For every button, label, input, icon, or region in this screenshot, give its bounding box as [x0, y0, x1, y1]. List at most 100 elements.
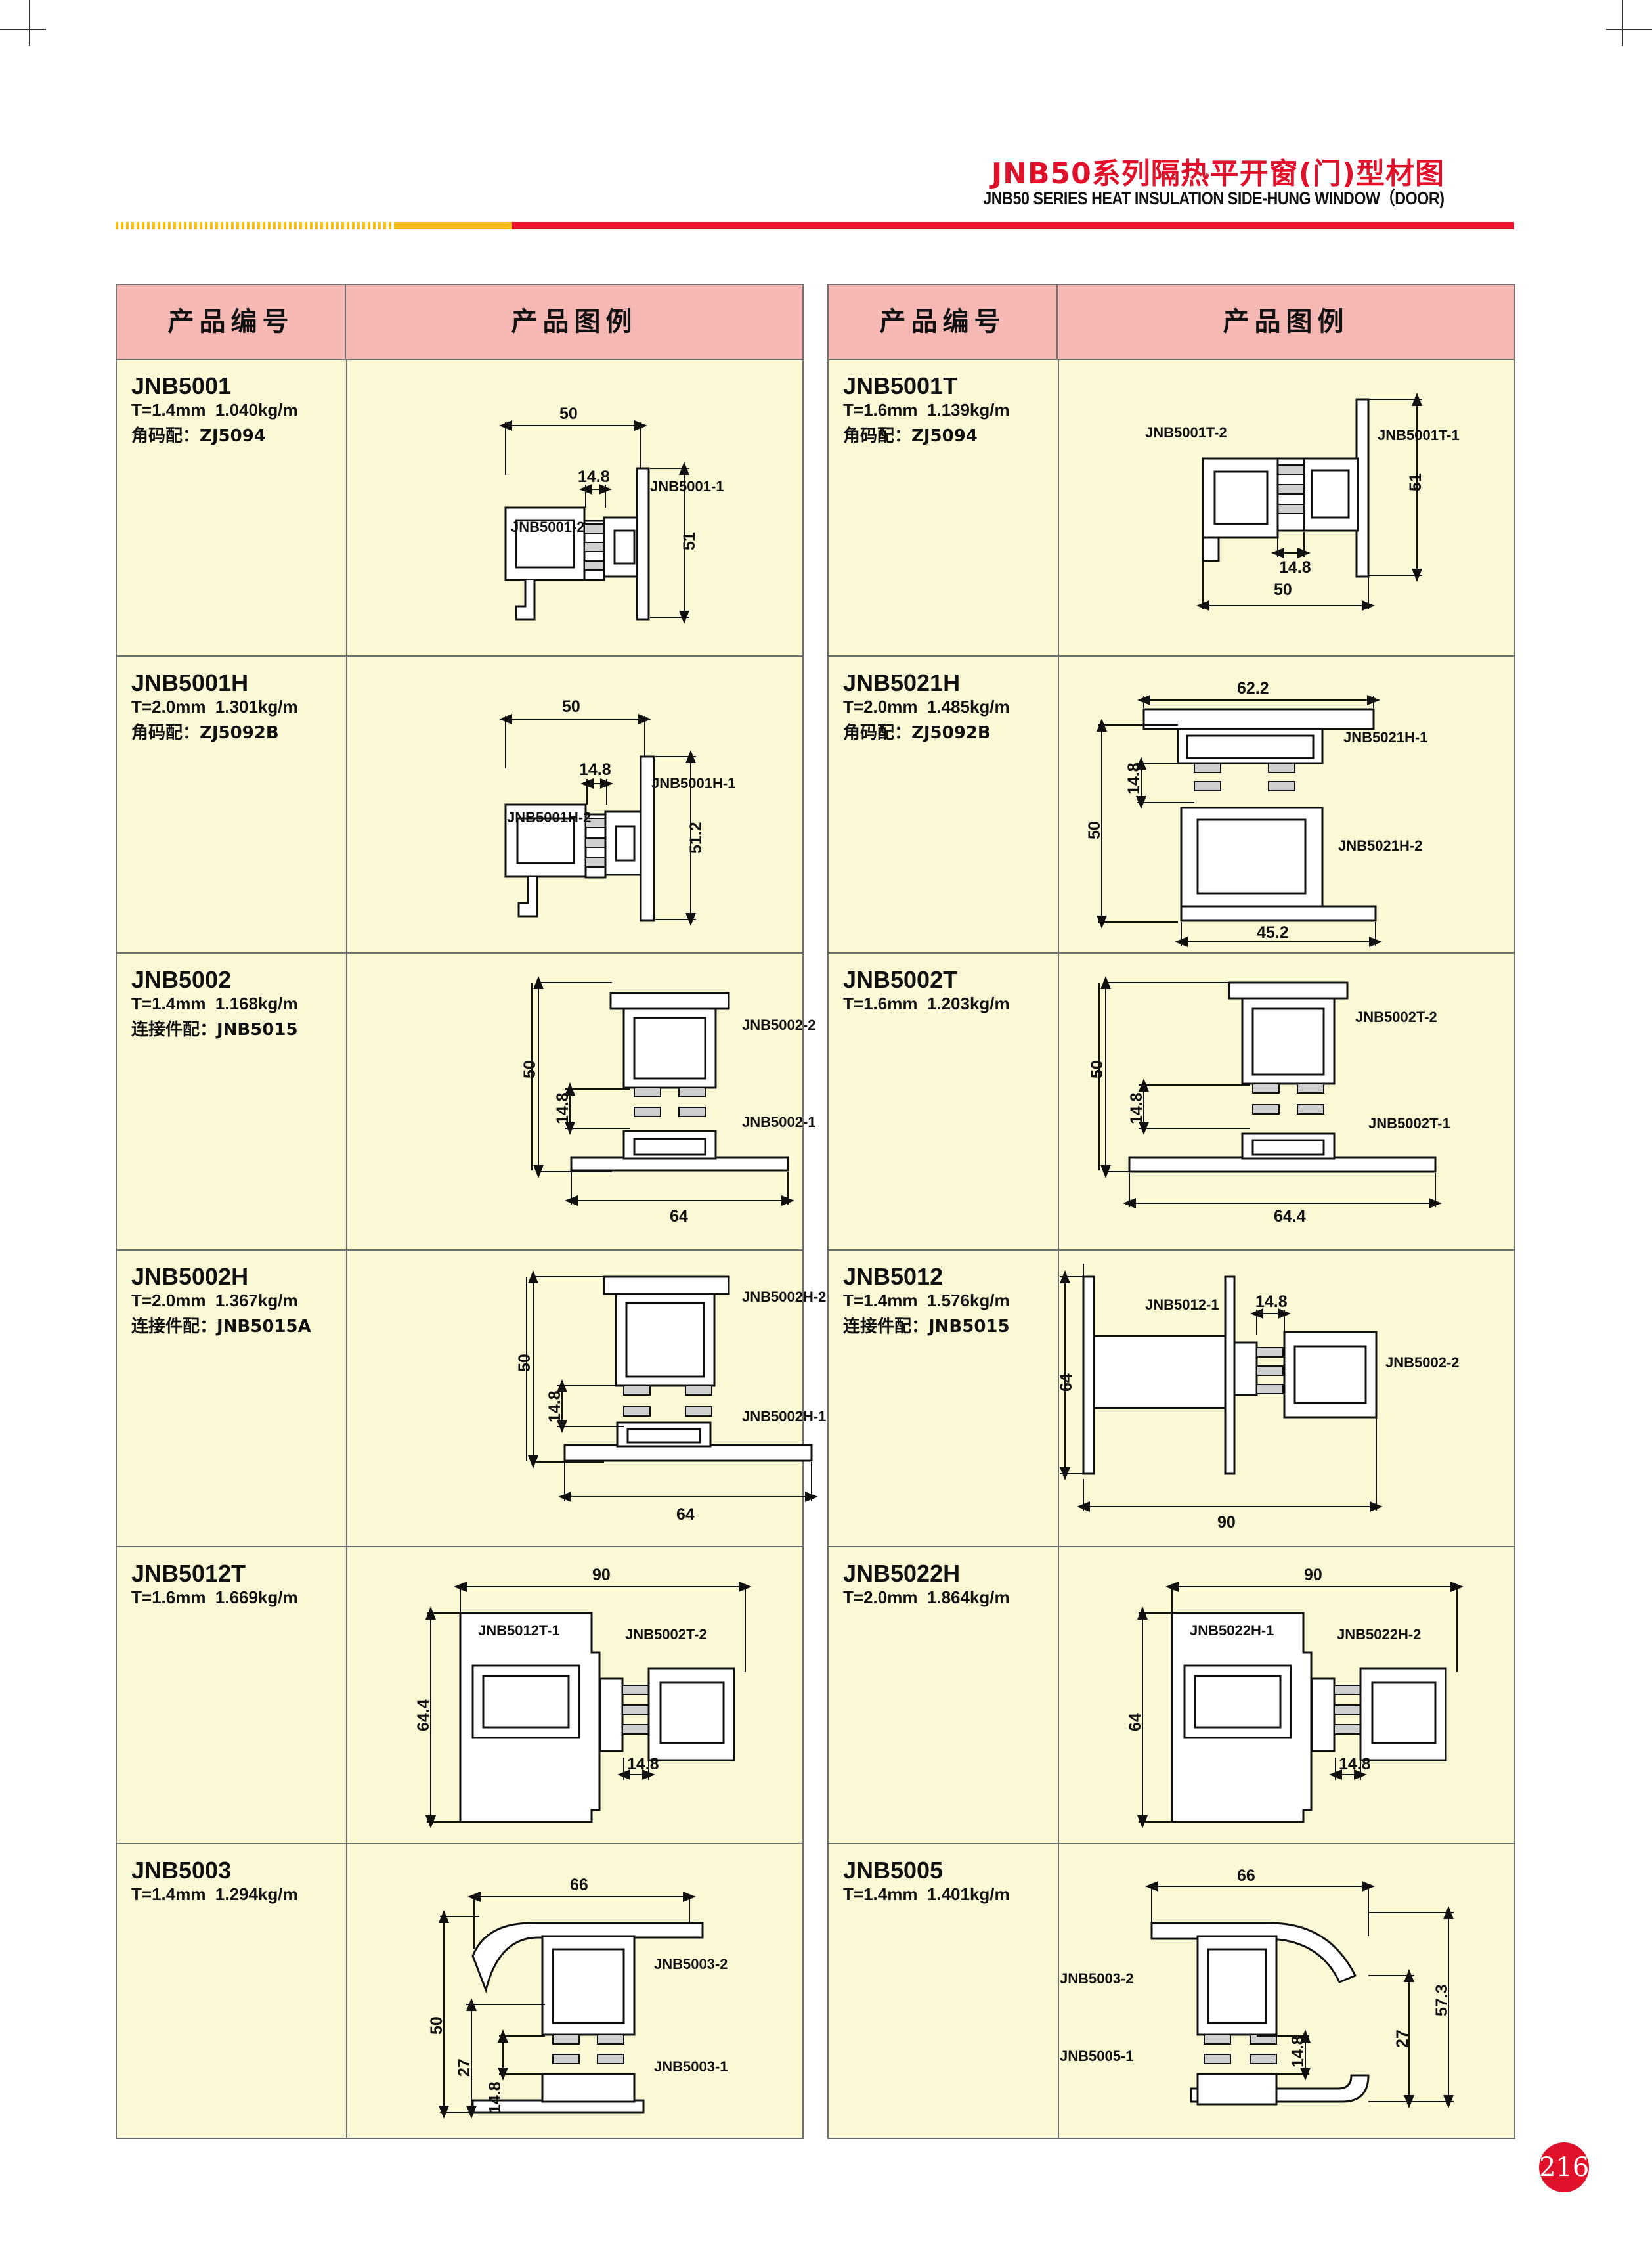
product-spec: T=1.4mm 1.576kg/m	[843, 1291, 1010, 1310]
part-label: JNB5012-1	[1145, 1296, 1219, 1313]
dimension-label: 90	[1217, 1513, 1236, 1532]
dimension-label: 64	[670, 1207, 688, 1226]
dimension-label: 14.8	[486, 2081, 504, 2114]
table-row: JNB5001 T=1.4mm 1.040kg/m 角码配：ZJ5094 50 …	[117, 360, 802, 657]
part-label: JNB5001-2	[511, 519, 585, 535]
dimension-label: 50	[559, 405, 578, 423]
product-code: JNB5001T	[843, 372, 958, 399]
product-info: JNB5022H T=2.0mm 1.864kg/m	[843, 1561, 1053, 1612]
dimension-label: 14.8	[1127, 1092, 1146, 1124]
product-spec: T=1.4mm 1.294kg/m	[131, 1884, 298, 1904]
product-accessory: 角码配：ZJ5092B	[131, 723, 279, 743]
product-code: JNB5005	[843, 1857, 944, 1884]
product-accessory: 角码配：ZJ5094	[131, 426, 266, 446]
part-label: JNB5022H-2	[1337, 1626, 1421, 1643]
dimension-label: 45.2	[1257, 923, 1289, 942]
product-spec: T=1.6mm 1.139kg/m	[843, 400, 1010, 420]
col-figure-header: 产品图例	[1223, 307, 1349, 337]
part-label: JNB5021H-1	[1343, 729, 1427, 745]
dimension-label: 14.8	[546, 1390, 564, 1423]
dimension-label: 27	[1393, 2029, 1412, 2048]
dimension-label: 27	[455, 2058, 473, 2077]
part-label: JNB5021H-2	[1338, 837, 1422, 854]
product-spec: T=1.4mm 1.168kg/m	[131, 994, 298, 1013]
dimension-label: 14.8	[1339, 1755, 1371, 1773]
dimension-label: 50	[562, 697, 580, 716]
product-code: JNB5012T	[131, 1560, 246, 1587]
table-row: JNB5001T T=1.6mm 1.139kg/m 角码配：ZJ5094 51…	[829, 360, 1514, 657]
col-figure-header: 产品图例	[511, 307, 638, 337]
product-spec: T=2.0mm 1.301kg/m	[131, 697, 298, 717]
page-number: 216	[1539, 2142, 1589, 2192]
part-label: JNB5012T-1	[478, 1622, 560, 1639]
header-rule	[116, 222, 1514, 229]
dimension-label: 64.4	[1274, 1207, 1306, 1226]
product-info: JNB5012 T=1.4mm 1.576kg/m 连接件配：JNB5015	[843, 1264, 1053, 1339]
part-label: JNB5001T-2	[1145, 424, 1227, 441]
product-accessory: 连接件配：JNB5015A	[131, 1317, 311, 1337]
dimension-label: 14.8	[1279, 558, 1311, 577]
product-info: JNB5005 T=1.4mm 1.401kg/m	[843, 1857, 1053, 1909]
part-label: JNB5002-2	[742, 1017, 816, 1033]
table-row: JNB5021H T=2.0mm 1.485kg/m 角码配：ZJ5092B 6…	[829, 657, 1514, 954]
dimension-label: 50	[427, 2016, 446, 2035]
page-subtitle: JNB50 SERIES HEAT INSULATION SIDE-HUNG W…	[983, 188, 1445, 208]
dimension-label: 50	[1085, 821, 1104, 839]
dimension-label: 14.8	[1125, 763, 1143, 795]
part-label: JNB5022H-1	[1190, 1622, 1274, 1639]
crop-mark	[1622, 0, 1623, 46]
dimension-label: 50	[1088, 1060, 1106, 1078]
part-label: JNB5002T-2	[625, 1626, 707, 1643]
col-code-header: 产品编号	[829, 285, 1058, 359]
product-info: JNB5002T T=1.6mm 1.203kg/m	[843, 967, 1053, 1018]
product-accessory: 角码配：ZJ5092B	[843, 723, 991, 743]
profile-table-left: 产品编号 产品图例 JNB5001 T=1.4mm 1.040kg/m 角码配：…	[116, 284, 826, 2140]
table-row: JNB5012T T=1.6mm 1.669kg/m 90 64.4 14.8 …	[117, 1547, 802, 1844]
product-code: JNB5003	[131, 1857, 232, 1884]
product-spec: T=1.4mm 1.401kg/m	[843, 1884, 1010, 1904]
dimension-label: 64	[1126, 1713, 1144, 1731]
dimension-label: 90	[592, 1566, 611, 1584]
table-row: JNB5005 T=1.4mm 1.401kg/m 66 27 57.3 14.…	[829, 1844, 1514, 2141]
dimension-label: 14.8	[579, 761, 611, 779]
product-info: JNB5001 T=1.4mm 1.040kg/m 角码配：ZJ5094	[131, 373, 341, 448]
product-spec: T=1.6mm 1.203kg/m	[843, 994, 1010, 1013]
dimension-label: 14.8	[627, 1755, 659, 1773]
dimension-label: 14.8	[1289, 2035, 1307, 2068]
product-info: JNB5003 T=1.4mm 1.294kg/m	[131, 1857, 341, 1909]
product-spec: T=2.0mm 1.864kg/m	[843, 1587, 1010, 1607]
dimension-label: 51	[680, 532, 699, 550]
product-code: JNB5001	[131, 372, 232, 399]
product-info: JNB5012T T=1.6mm 1.669kg/m	[131, 1561, 341, 1612]
part-label: JNB5002H-1	[742, 1408, 826, 1425]
part-label: JNB5003-2	[654, 1956, 728, 1972]
table-row: JNB5022H T=2.0mm 1.864kg/m 90 64 14.8 JN…	[829, 1547, 1514, 1844]
part-label: JNB5001-1	[650, 478, 724, 495]
crop-mark	[29, 0, 30, 46]
table-row: JNB5002H T=2.0mm 1.367kg/m 连接件配：JNB5015A…	[117, 1251, 826, 1547]
part-label: JNB5001T-1	[1378, 427, 1460, 443]
product-code: JNB5002	[131, 966, 232, 993]
part-label: JNB5003-1	[654, 2058, 728, 2075]
dimension-label: 62.2	[1237, 679, 1269, 697]
dimension-label: 64	[676, 1505, 695, 1524]
product-info: JNB5001T T=1.6mm 1.139kg/m 角码配：ZJ5094	[843, 373, 1053, 448]
product-accessory: 连接件配：JNB5015	[131, 1020, 298, 1040]
page-title: JNB50系列隔热平开窗(门)型材图	[991, 157, 1445, 190]
dimension-label: 14.8	[578, 468, 610, 486]
dimension-label: 50	[521, 1060, 539, 1078]
table-row: JNB5012 T=1.4mm 1.576kg/m 连接件配：JNB5015 9…	[829, 1251, 1514, 1547]
